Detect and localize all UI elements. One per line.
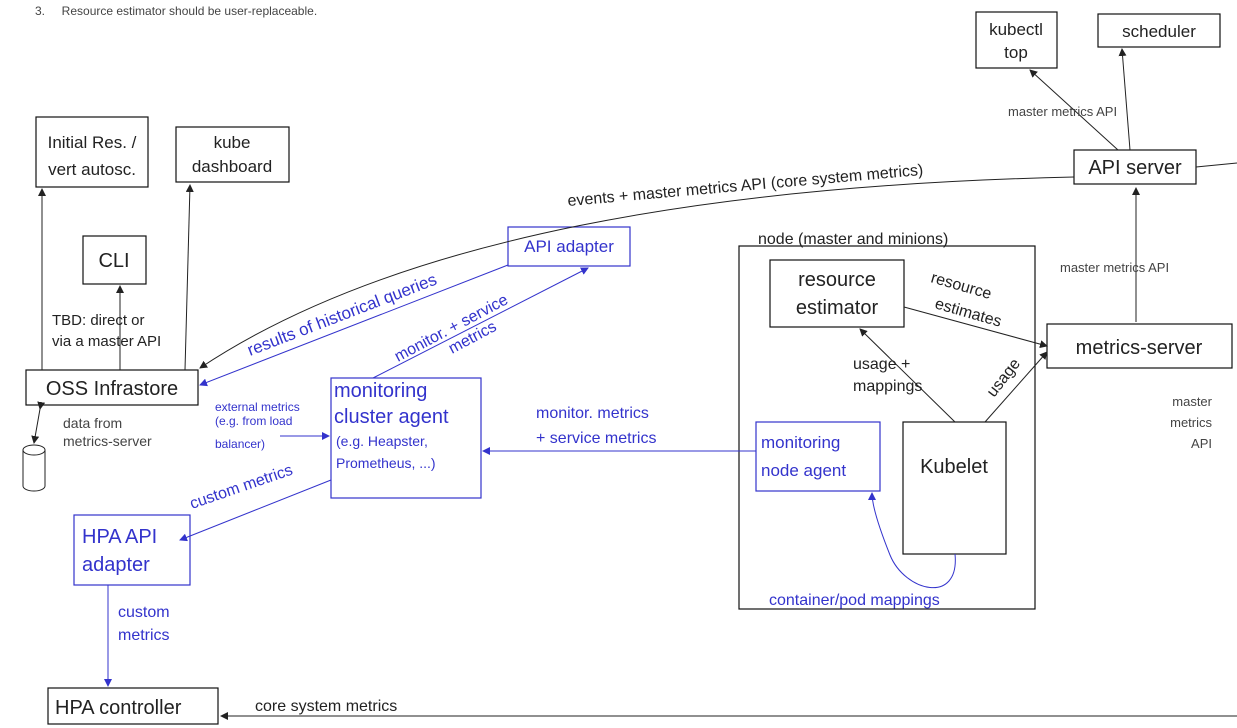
kubectl-top-box: kubectl top bbox=[975, 11, 1058, 69]
initial-res-box: Initial Res. / vert autosc. bbox=[35, 116, 149, 188]
api-server-label: API server bbox=[1088, 157, 1182, 179]
monitoring-cluster-agent-label-4: Prometheus, ...) bbox=[336, 455, 436, 471]
scheduler-label: scheduler bbox=[1122, 22, 1196, 41]
tbd-direct-label-1: TBD: direct or bbox=[52, 312, 145, 329]
tbd-direct-label-2: via a master API bbox=[52, 333, 161, 350]
monitoring-cluster-agent-label-3: (e.g. Heapster, bbox=[336, 433, 428, 449]
kubectl-top-label-2: top bbox=[1004, 43, 1028, 62]
hpa-api-adapter-label-1: HPA API bbox=[82, 526, 157, 548]
custom-metrics-vert-label-1: custom bbox=[118, 604, 170, 621]
monitoring-node-agent-label-2: node agent bbox=[761, 461, 846, 480]
edge-api-server-to-scheduler bbox=[1118, 48, 1131, 151]
hpa-api-adapter-label-2: adapter bbox=[82, 554, 150, 576]
initial-res-label-1: Initial Res. / bbox=[48, 133, 137, 152]
resource-estimator-box: resource estimator bbox=[769, 259, 905, 328]
edge-api-server-to-kubectl-top bbox=[1029, 69, 1119, 151]
api-server-box: API server bbox=[1073, 149, 1197, 185]
data-from-metrics-server-label-1: data from bbox=[63, 415, 122, 431]
edge-oss-database bbox=[31, 401, 46, 444]
custom-metrics-diag-label: custom metrics bbox=[188, 462, 295, 513]
edge-api-server-to-oss-infrastore bbox=[199, 176, 1075, 369]
container-pod-mappings-label: container/pod mappings bbox=[769, 592, 940, 609]
custom-metrics-vert-label-2: metrics bbox=[118, 627, 170, 644]
edge-cluster-agent-to-hpa-adapter bbox=[179, 479, 332, 542]
usage-mappings-label-1: usage + bbox=[853, 356, 910, 373]
monitoring-node-agent-box: monitoring node agent bbox=[755, 421, 881, 492]
data-from-metrics-server-label-2: metrics-server bbox=[63, 433, 152, 449]
edge-kubelet-to-resource-estimator bbox=[859, 328, 956, 423]
oss-infrastore-label: OSS Infrastore bbox=[46, 378, 178, 400]
master-metrics-api-right-1: master bbox=[1172, 394, 1212, 409]
monitor-service-metrics-horiz-2: + service metrics bbox=[536, 430, 656, 447]
kubelet-label: Kubelet bbox=[920, 456, 988, 478]
cli-box: CLI bbox=[82, 235, 147, 285]
scheduler-box: scheduler bbox=[1097, 13, 1221, 48]
kube-dashboard-box: kube dashboard bbox=[175, 126, 290, 183]
cli-label: CLI bbox=[98, 250, 129, 272]
monitoring-cluster-agent-box: monitoring cluster agent (e.g. Heapster,… bbox=[330, 377, 482, 499]
kube-dashboard-label-1: kube bbox=[214, 133, 251, 152]
kubelet-box: Kubelet bbox=[902, 421, 1007, 555]
monitoring-cluster-agent-label-1: monitoring bbox=[334, 380, 427, 402]
external-metrics-label-1: external metrics bbox=[215, 400, 300, 414]
edge-kubelet-to-node-agent bbox=[868, 492, 956, 589]
monitoring-cluster-agent-label-2: cluster agent bbox=[334, 406, 449, 428]
node-group-label: node (master and minions) bbox=[758, 231, 948, 248]
resource-estimator-label-2: estimator bbox=[796, 297, 879, 319]
header-note: 3. Resource estimator should be user-rep… bbox=[35, 4, 317, 18]
oss-infrastore-box: OSS Infrastore bbox=[25, 369, 199, 406]
metrics-server-label: metrics-server bbox=[1076, 337, 1203, 359]
api-adapter-box: API adapter bbox=[507, 226, 631, 267]
api-adapter-label: API adapter bbox=[524, 237, 614, 256]
edge-oss-to-kube-dashboard bbox=[184, 184, 194, 371]
resource-estimator-label-1: resource bbox=[798, 269, 876, 291]
edge-api-server-offscreen bbox=[1195, 162, 1237, 168]
monitoring-node-agent-label-1: monitoring bbox=[761, 433, 840, 452]
metrics-server-box: metrics-server bbox=[1046, 323, 1233, 369]
external-metrics-label-3: balancer) bbox=[215, 437, 265, 451]
hpa-api-adapter-box: HPA API adapter bbox=[73, 514, 191, 586]
hpa-controller-label: HPA controller bbox=[55, 697, 182, 719]
monitor-service-metrics-horiz-1: monitor. metrics bbox=[536, 405, 649, 422]
edge-api-adapter-to-oss bbox=[199, 264, 509, 387]
external-metrics-label-2: (e.g. from load bbox=[215, 414, 292, 428]
master-metrics-api-right-2: metrics bbox=[1170, 415, 1212, 430]
initial-res-label-2: vert autosc. bbox=[48, 160, 136, 179]
database-icon bbox=[22, 444, 46, 492]
edge-resource-estimator-to-metrics-server bbox=[903, 306, 1048, 349]
master-metrics-api-mid-label: master metrics API bbox=[1060, 260, 1169, 275]
master-metrics-api-right-3: API bbox=[1191, 436, 1212, 451]
events-curve-label: events + master metrics API (core system… bbox=[567, 162, 924, 210]
core-system-metrics-label: core system metrics bbox=[255, 698, 397, 715]
edge-kubelet-to-metrics-server bbox=[984, 351, 1048, 423]
master-metrics-api-top-label: master metrics API bbox=[1008, 104, 1117, 119]
kubectl-top-label-1: kubectl bbox=[989, 20, 1043, 39]
edge-cluster-agent-to-api-adapter bbox=[372, 267, 589, 379]
kube-dashboard-label-2: dashboard bbox=[192, 157, 272, 176]
hpa-controller-box: HPA controller bbox=[47, 687, 219, 725]
usage-mappings-label-2: mappings bbox=[853, 378, 922, 395]
